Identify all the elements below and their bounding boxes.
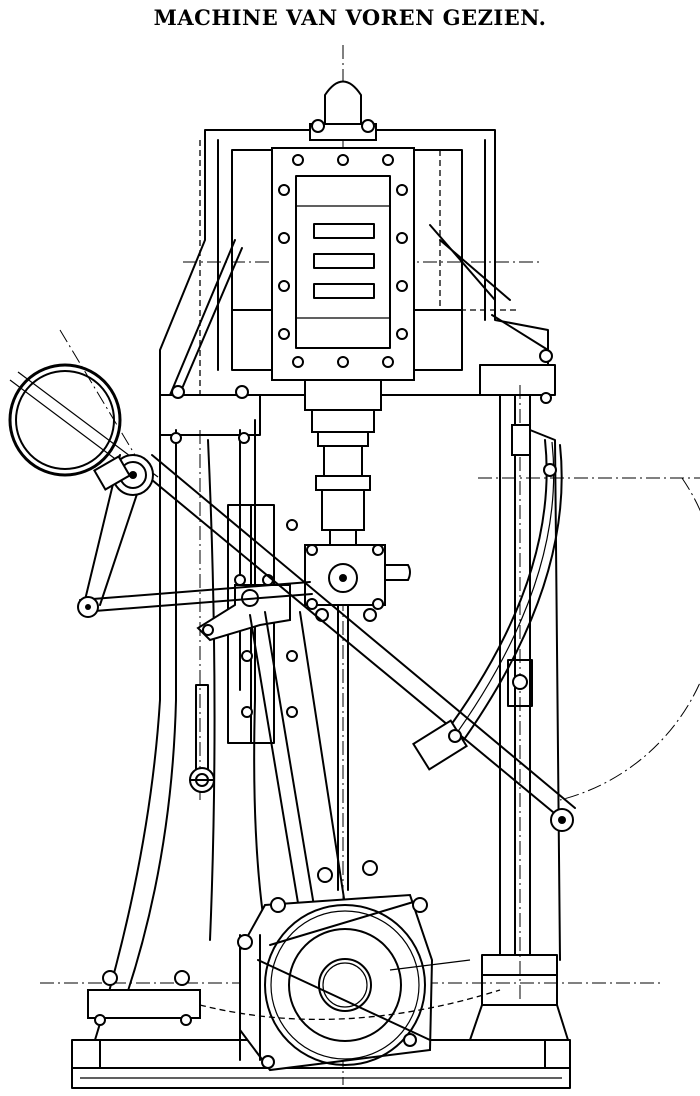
drawing-title: MACHINE VAN VOREN GEZIEN. [153,5,547,30]
reversing-link [196,574,291,642]
small-rod [189,684,215,793]
top-dome [309,80,377,141]
crank-housing [239,893,434,1072]
construction-arcs [199,959,501,1021]
slide-guide [227,504,298,744]
valve-chest-cover [271,147,415,381]
crank-bolts [237,860,428,1069]
foot-pads [87,349,553,1026]
cover-bolts [278,154,408,368]
crosshead [304,544,411,622]
connecting-rod [249,611,346,916]
cylinder-housing [159,129,556,436]
curved-link [412,424,563,771]
valve-gear-rods [77,454,576,832]
right-frame-column [469,314,569,1041]
reversing-wheel [8,363,159,496]
left-frame-column [94,239,276,1041]
